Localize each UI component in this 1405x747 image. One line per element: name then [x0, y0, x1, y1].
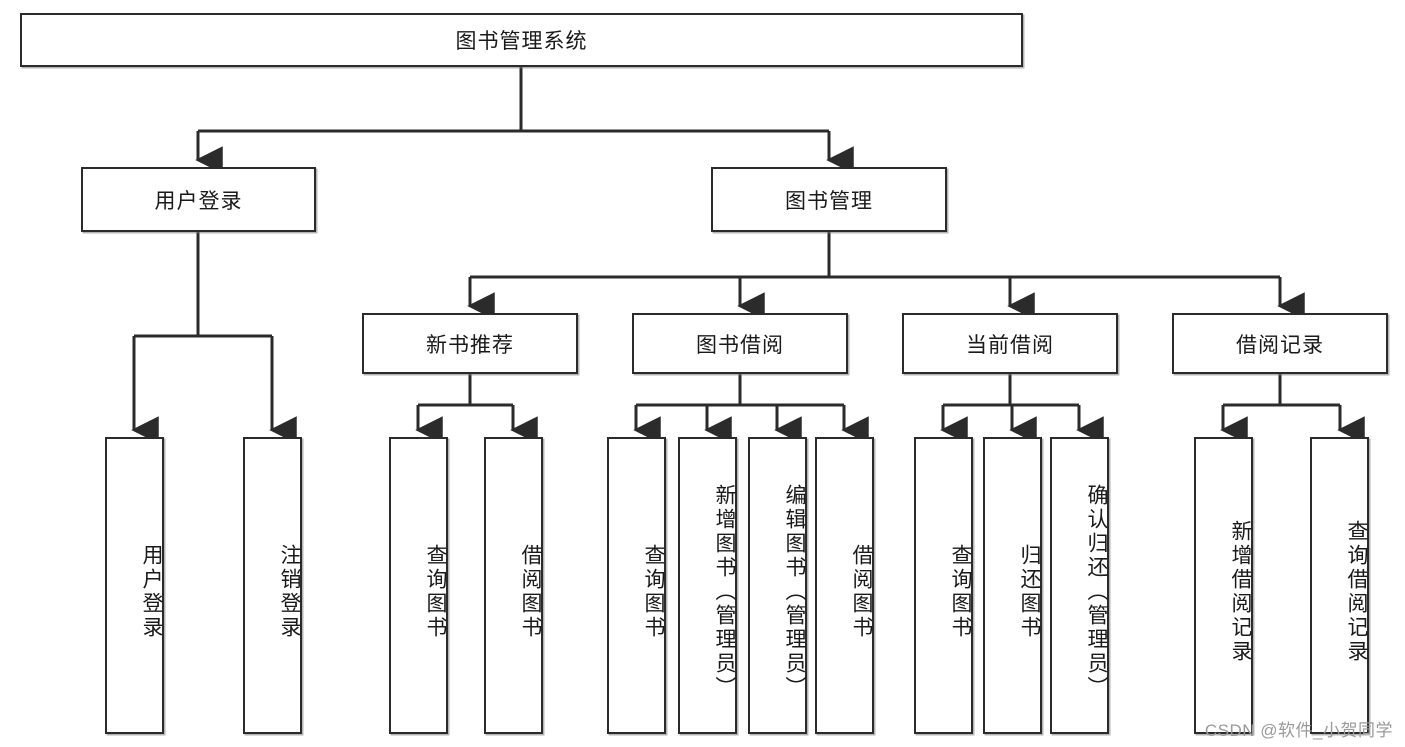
node-label: 查询图书	[424, 543, 447, 640]
node-label: 确认归还（管理员）	[1085, 483, 1108, 700]
node-label: 借阅图书	[519, 543, 542, 640]
node-label: 借阅记录	[1236, 333, 1324, 357]
node-book-management[interactable]: 图书管理	[711, 167, 947, 232]
node-label: 新增借阅记录	[1229, 519, 1252, 664]
node-label: 查询图书	[949, 543, 972, 640]
node-label: 新书推荐	[426, 333, 514, 357]
node-label: 用户登录	[140, 543, 163, 640]
node-label: 借阅图书	[850, 543, 873, 640]
leaf-recommend-borrow-book[interactable]: 借阅图书	[484, 437, 543, 734]
node-label: 图书管理	[785, 189, 873, 213]
node-label: 归还图书	[1018, 543, 1041, 640]
node-label: 查询图书	[642, 543, 665, 640]
watermark: CSDN @软件_小贺同学	[1204, 721, 1393, 740]
leaf-record-add-record[interactable]: 新增借阅记录	[1194, 437, 1253, 734]
leaf-user-login-login[interactable]: 用户登录	[105, 437, 164, 734]
node-label: 新增图书（管理员）	[713, 483, 736, 700]
node-label: 图书管理系统	[455, 30, 588, 53]
node-label: 图书借阅	[696, 333, 784, 357]
leaf-record-query-record[interactable]: 查询借阅记录	[1310, 437, 1369, 734]
node-borrow-record[interactable]: 借阅记录	[1172, 313, 1388, 374]
node-book-borrow[interactable]: 图书借阅	[632, 313, 848, 374]
leaf-recommend-query-book[interactable]: 查询图书	[389, 437, 448, 734]
leaf-current-return-book[interactable]: 归还图书	[983, 437, 1042, 734]
node-root-system[interactable]: 图书管理系统	[20, 13, 1023, 67]
node-label: 用户登录	[154, 189, 243, 213]
node-label: 当前借阅	[966, 333, 1054, 357]
leaf-current-confirm-return[interactable]: 确认归还（管理员）	[1050, 437, 1109, 734]
leaf-current-query-book[interactable]: 查询图书	[914, 437, 973, 734]
node-label: 注销登录	[278, 543, 301, 640]
node-user-login[interactable]: 用户登录	[81, 167, 316, 232]
leaf-user-login-logout[interactable]: 注销登录	[243, 437, 302, 734]
leaf-borrow-edit-book[interactable]: 编辑图书（管理员）	[748, 437, 807, 734]
leaf-borrow-add-book[interactable]: 新增图书（管理员）	[678, 437, 737, 734]
node-label: 编辑图书（管理员）	[783, 483, 806, 700]
leaf-borrow-borrow-book[interactable]: 借阅图书	[815, 437, 874, 734]
node-new-book-recommend[interactable]: 新书推荐	[362, 313, 578, 374]
node-current-borrow[interactable]: 当前借阅	[902, 313, 1118, 374]
leaf-borrow-query-book[interactable]: 查询图书	[607, 437, 666, 734]
node-label: 查询借阅记录	[1345, 519, 1368, 664]
